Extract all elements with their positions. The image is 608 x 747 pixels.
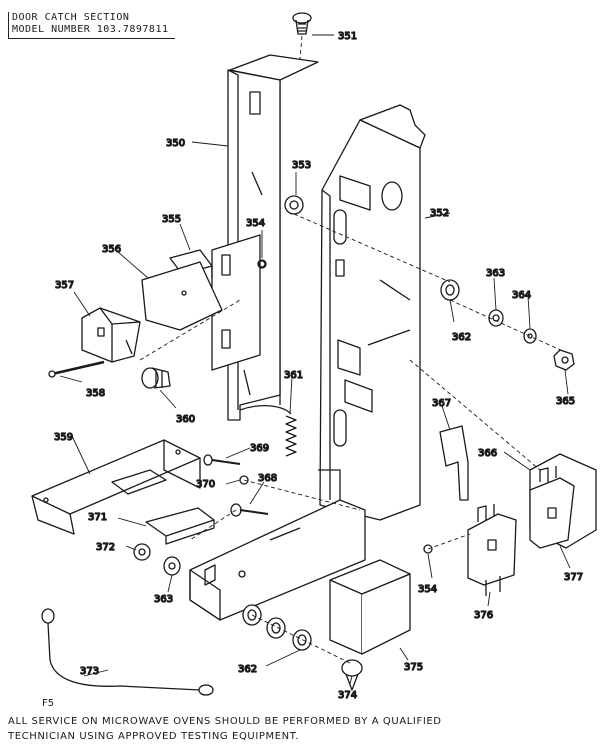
part-354-nut-upper bbox=[257, 259, 267, 269]
label-357: 357 bbox=[55, 280, 74, 291]
part-358-pin bbox=[48, 360, 105, 378]
label-371: 371 bbox=[88, 512, 107, 523]
label-365: 365 bbox=[556, 396, 575, 407]
label-362-upper: 362 bbox=[452, 332, 471, 343]
label-354-lower: 354 bbox=[418, 584, 437, 595]
label-361: 361 bbox=[284, 370, 303, 381]
label-363-lower: 363 bbox=[154, 594, 173, 605]
label-356: 356 bbox=[102, 244, 121, 255]
label-360: 360 bbox=[176, 414, 195, 425]
part-367-bracket bbox=[439, 425, 469, 501]
service-notice-line2: TECHNICIAN USING APPROVED TESTING EQUIPM… bbox=[8, 731, 300, 742]
label-367: 367 bbox=[432, 398, 451, 409]
part-base-plate bbox=[189, 499, 366, 621]
part-377-switch bbox=[529, 466, 575, 549]
label-352: 352 bbox=[430, 208, 449, 219]
header-model-number: MODEL NUMBER 103.7897811 bbox=[12, 24, 169, 35]
label-373: 373 bbox=[80, 666, 99, 677]
label-377: 377 bbox=[564, 572, 583, 583]
label-375: 375 bbox=[404, 662, 423, 673]
label-351: 351 bbox=[338, 31, 357, 42]
part-360-knob bbox=[141, 367, 171, 389]
label-363-upper: 363 bbox=[486, 268, 505, 279]
part-354-nut-lower bbox=[423, 544, 433, 554]
part-371-latch bbox=[145, 507, 215, 545]
part-373-wire bbox=[41, 608, 214, 696]
header-title: DOOR CATCH SECTION bbox=[12, 12, 130, 23]
part-361-spring bbox=[239, 404, 297, 457]
label-364: 364 bbox=[512, 290, 531, 301]
corner-mark: F5 bbox=[42, 698, 55, 709]
leader-lines bbox=[59, 34, 571, 685]
part-359-cover bbox=[31, 439, 201, 535]
label-368: 368 bbox=[258, 473, 277, 484]
part-376-switch bbox=[467, 504, 517, 596]
label-370: 370 bbox=[196, 479, 215, 490]
part-353-nut bbox=[284, 195, 304, 215]
label-362-lower: 362 bbox=[238, 664, 257, 675]
part-372-nut bbox=[133, 543, 151, 561]
label-353: 353 bbox=[292, 160, 311, 171]
part-362-washers-lower bbox=[242, 604, 312, 651]
part-375-cover bbox=[329, 559, 411, 655]
part-374-screw bbox=[341, 659, 363, 691]
part-350-bracket bbox=[211, 54, 319, 421]
label-355: 355 bbox=[162, 214, 181, 225]
label-374: 374 bbox=[338, 690, 357, 701]
label-369: 369 bbox=[250, 443, 269, 454]
label-359: 359 bbox=[54, 432, 73, 443]
part-357-switch bbox=[81, 307, 141, 363]
part-368-screw bbox=[230, 503, 269, 517]
part-356-plate bbox=[141, 261, 223, 331]
part-upper-washer-stack bbox=[440, 279, 575, 371]
diagram-header: DOOR CATCH SECTION MODEL NUMBER 103.7897… bbox=[8, 12, 175, 39]
label-354-upper: 354 bbox=[246, 218, 265, 229]
part-369-screw bbox=[203, 454, 241, 466]
label-366: 366 bbox=[478, 448, 497, 459]
label-372: 372 bbox=[96, 542, 115, 553]
assembly-guide-lines bbox=[139, 35, 566, 665]
part-352-main-frame bbox=[318, 104, 426, 521]
label-376: 376 bbox=[474, 610, 493, 621]
part-363-washer-lower bbox=[163, 556, 181, 576]
label-358: 358 bbox=[86, 388, 105, 399]
part-351-screw bbox=[292, 12, 312, 35]
service-notice: ALL SERVICE ON MICROWAVE OVENS SHOULD BE… bbox=[8, 714, 600, 744]
service-notice-line1: ALL SERVICE ON MICROWAVE OVENS SHOULD BE… bbox=[8, 716, 442, 727]
label-350: 350 bbox=[166, 138, 185, 149]
